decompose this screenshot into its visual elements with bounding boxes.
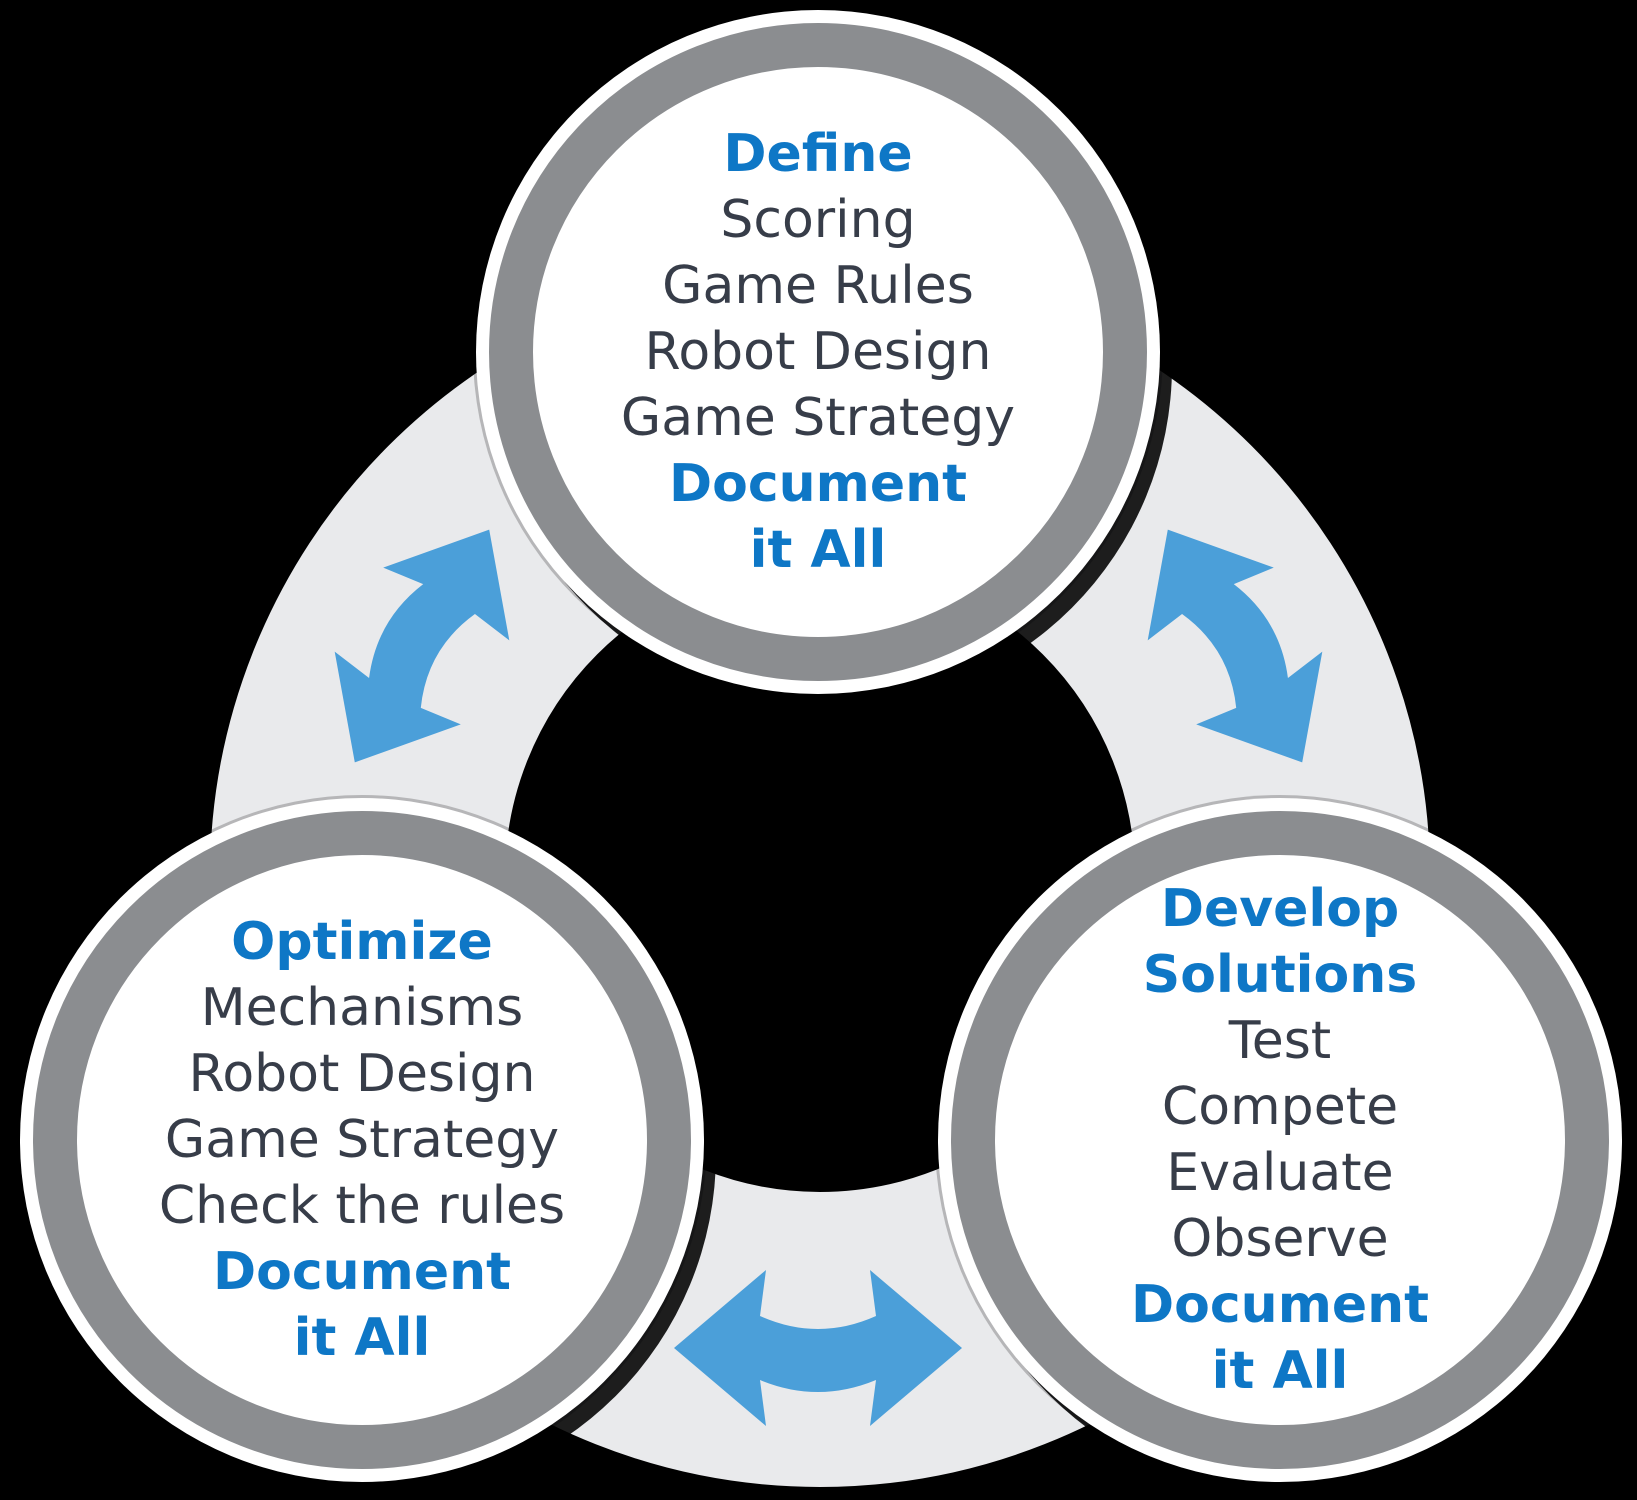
node-item: Game Rules — [662, 256, 974, 316]
node-item: Evaluate — [1166, 1143, 1394, 1203]
double-arrow-icon-optimize-develop — [668, 1258, 968, 1438]
node-item: Scoring — [720, 190, 916, 250]
node-title: Solutions — [1142, 945, 1418, 1005]
node-optimize-ring: Optimize Mechanisms Robot Design Game St… — [33, 811, 691, 1469]
node-item: Robot Design — [644, 322, 992, 382]
node-footer: Document — [668, 454, 968, 514]
node-footer: it All — [1211, 1341, 1349, 1401]
node-item: Test — [1228, 1011, 1332, 1071]
node-title: Optimize — [231, 912, 493, 972]
node-footer: Document — [212, 1242, 512, 1302]
node-item: Mechanisms — [200, 978, 524, 1038]
double-arrow-icon-define-develop — [1092, 483, 1377, 809]
node-title: Define — [723, 124, 913, 184]
cycle-node-define: Define Scoring Game Rules Robot Design G… — [476, 10, 1160, 694]
node-item: Observe — [1171, 1209, 1389, 1269]
node-item: Game Strategy — [164, 1110, 560, 1170]
node-footer: it All — [749, 520, 887, 580]
node-footer: it All — [293, 1308, 431, 1368]
cycle-node-develop-solutions: Develop Solutions Test Compete Evaluate … — [938, 798, 1622, 1482]
node-footer: Document — [1130, 1275, 1430, 1335]
node-optimize-content: Optimize Mechanisms Robot Design Game St… — [159, 909, 565, 1371]
node-item: Check the rules — [158, 1176, 566, 1236]
node-item: Compete — [1161, 1077, 1399, 1137]
node-item: Robot Design — [188, 1044, 536, 1104]
node-define-content: Define Scoring Game Rules Robot Design G… — [621, 121, 1015, 583]
node-title: Develop — [1160, 879, 1400, 939]
cycle-node-optimize: Optimize Mechanisms Robot Design Game St… — [20, 798, 704, 1482]
node-develop-ring: Develop Solutions Test Compete Evaluate … — [951, 811, 1609, 1469]
node-develop-content: Develop Solutions Test Compete Evaluate … — [1131, 876, 1429, 1404]
node-define-ring: Define Scoring Game Rules Robot Design G… — [489, 23, 1147, 681]
double-arrow-icon-define-optimize — [279, 483, 564, 809]
node-item: Game Strategy — [620, 388, 1016, 448]
